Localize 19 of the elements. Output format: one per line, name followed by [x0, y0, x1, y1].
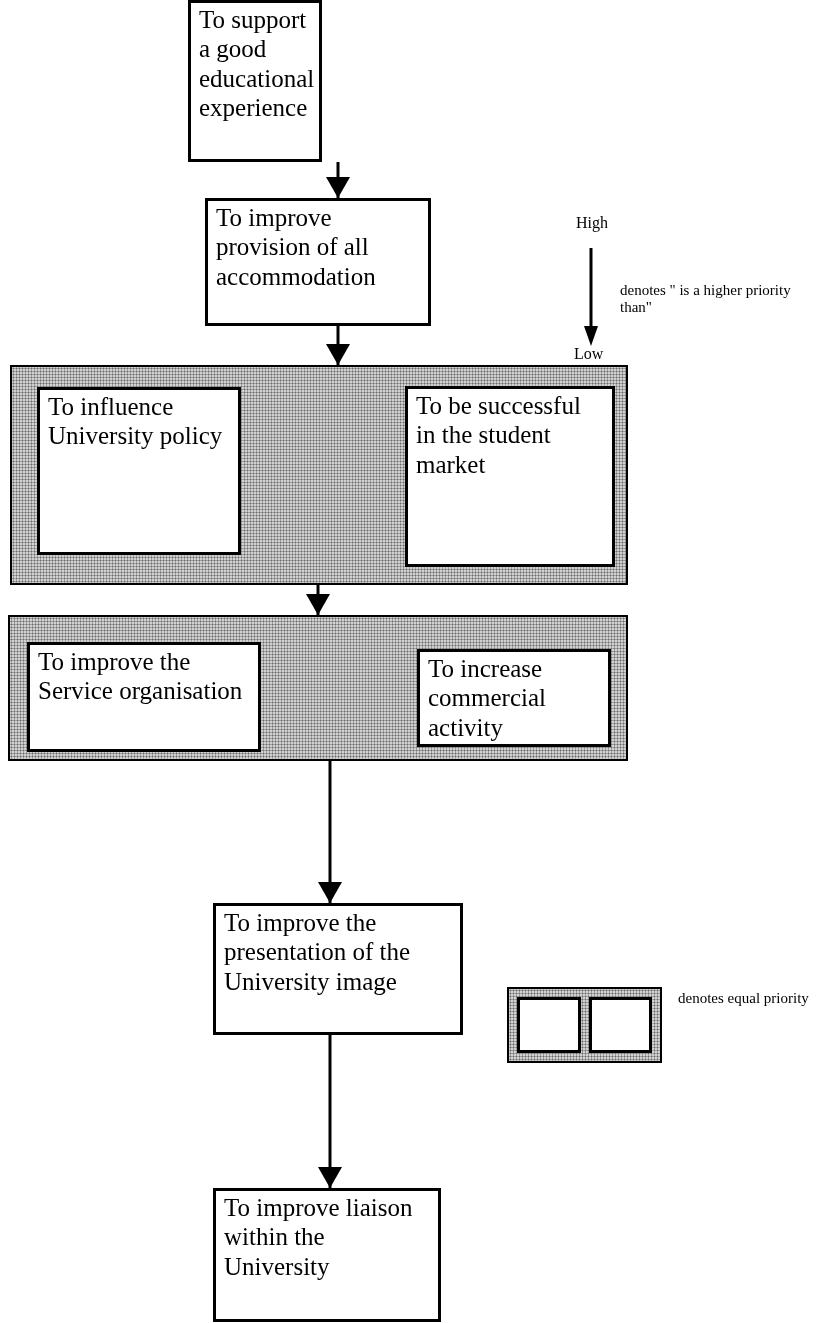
arrow — [306, 585, 330, 615]
goal-box: To support a good educational experience — [188, 0, 322, 162]
goal-box: To be successful in the student market — [405, 386, 615, 567]
goal-box: To improve the Service organisation — [27, 642, 261, 752]
priority-band — [10, 365, 628, 585]
goal-box: To increase commercial activity — [417, 649, 611, 747]
goal-box: To improve the presentation of the University image — [213, 903, 463, 1035]
goal-box: To improve provision of all accommodation — [205, 198, 431, 326]
goal-box: To improve liaison within the University — [213, 1188, 441, 1322]
legend-text: denotes " is a higher priority than" — [620, 282, 792, 315]
arrow — [318, 1035, 342, 1188]
goal-box: To influence University policy — [37, 387, 241, 555]
priority-band — [8, 615, 628, 761]
arrow — [318, 761, 342, 903]
legend-text: denotes equal priority — [678, 990, 810, 1007]
arrow — [326, 162, 350, 198]
scale-label: Low — [574, 344, 604, 364]
scale-label: High — [576, 213, 608, 233]
arrow — [326, 326, 350, 365]
